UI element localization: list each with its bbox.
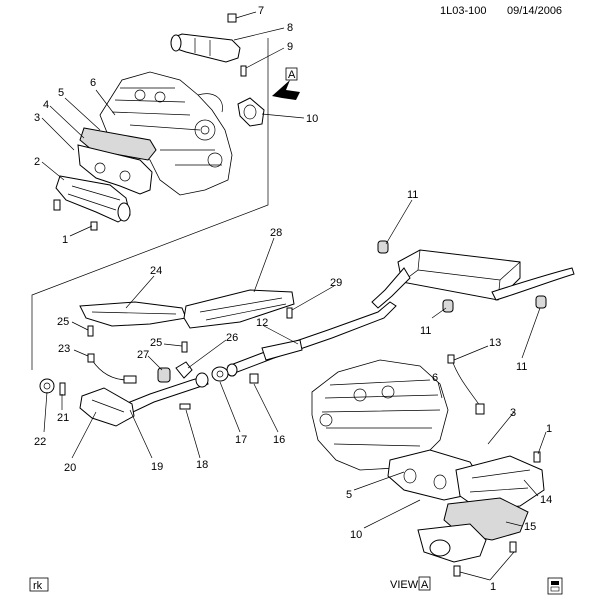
view-ref: A [421, 579, 429, 591]
callout-10b: 10 [350, 529, 362, 541]
hanger-27 [157, 367, 171, 383]
callout-16: 16 [273, 434, 285, 446]
callout-27: 27 [137, 349, 149, 361]
engine-block-upper [99, 71, 233, 196]
callout-6b: 6 [432, 372, 438, 384]
hanger-11a [377, 240, 389, 254]
nut-7 [227, 13, 237, 23]
upper-group-frame [31, 38, 269, 370]
callout-6: 6 [90, 77, 96, 89]
hanger-11b [442, 299, 454, 313]
crossover-pipe-upper [170, 33, 241, 63]
callout-24: 24 [150, 265, 162, 277]
page-corner-icon [547, 577, 563, 595]
diagram-code: 1L03-100 [440, 5, 487, 17]
callout-14: 14 [540, 494, 552, 506]
heat-shield-24 [79, 301, 187, 327]
oxygen-sensor-13 [447, 354, 485, 415]
bolt-25a [87, 325, 94, 337]
callout-13: 13 [489, 337, 501, 349]
callout-11b: 11 [420, 325, 431, 337]
callout-29: 29 [330, 277, 342, 289]
callout-11c: 11 [516, 361, 527, 373]
callout-25a: 25 [57, 316, 69, 328]
oxygen-sensor-23 [87, 353, 137, 384]
flange-gasket-17 [211, 366, 229, 382]
callout-25b: 25 [150, 337, 162, 349]
callout-26: 26 [226, 332, 238, 344]
callout-18: 18 [196, 459, 208, 471]
callout-5b: 5 [346, 489, 352, 501]
bolt-16 [249, 373, 259, 384]
callout-15: 15 [524, 521, 536, 533]
callout-1b: 1 [546, 423, 552, 435]
callout-11a: 11 [407, 189, 418, 201]
callout-20: 20 [64, 462, 76, 474]
gasket-10 [237, 97, 265, 127]
callout-10: 10 [306, 113, 318, 125]
muffler [371, 249, 575, 309]
callout-12: 12 [256, 317, 268, 329]
callout-23: 23 [58, 343, 70, 355]
callout-1a: 1 [62, 234, 68, 246]
leader-lines [41, 11, 547, 581]
intermediate-pipe-12 [226, 301, 397, 377]
callout-21: 21 [57, 412, 69, 424]
gasket-22 [39, 378, 55, 394]
callout-8: 8 [287, 22, 293, 34]
stud-21 [59, 382, 66, 396]
view-ref-box [418, 576, 431, 591]
flange-gasket-17b [195, 372, 209, 388]
callout-7: 7 [258, 5, 264, 17]
view-a-arrow-icon: A [272, 67, 300, 100]
callout-5: 5 [58, 87, 64, 99]
callout-2: 2 [34, 156, 40, 168]
callout-3: 3 [34, 112, 40, 124]
hanger-11c [535, 295, 547, 309]
stud-9 [240, 65, 247, 77]
callout-19: 19 [151, 461, 163, 473]
clip-18 [179, 403, 191, 410]
callout-labels: 7 8 9 10 6 5 4 3 2 1 11 28 24 29 25 12 2… [34, 5, 552, 593]
manifold-left-assembly [53, 127, 157, 231]
bolt-25b [181, 341, 188, 353]
initials-box [29, 577, 49, 592]
engine-block-lower [311, 359, 449, 471]
heat-shield-28 [183, 289, 295, 329]
bolt-29 [286, 307, 293, 319]
illustrator-initials: rk [33, 580, 43, 592]
callout-1c: 1 [490, 581, 496, 593]
callout-17: 17 [235, 434, 247, 446]
callout-9: 9 [287, 41, 293, 53]
callout-28: 28 [270, 227, 282, 239]
callout-3b: 3 [510, 407, 516, 419]
callout-22: 22 [34, 436, 46, 448]
callout-4: 4 [43, 99, 49, 111]
svg-text:A: A [288, 69, 296, 81]
diagram-date: 09/14/2006 [507, 5, 562, 17]
bracket-26 [175, 361, 193, 379]
manifold-right-assembly [387, 449, 545, 577]
view-label: VIEW [390, 579, 419, 591]
